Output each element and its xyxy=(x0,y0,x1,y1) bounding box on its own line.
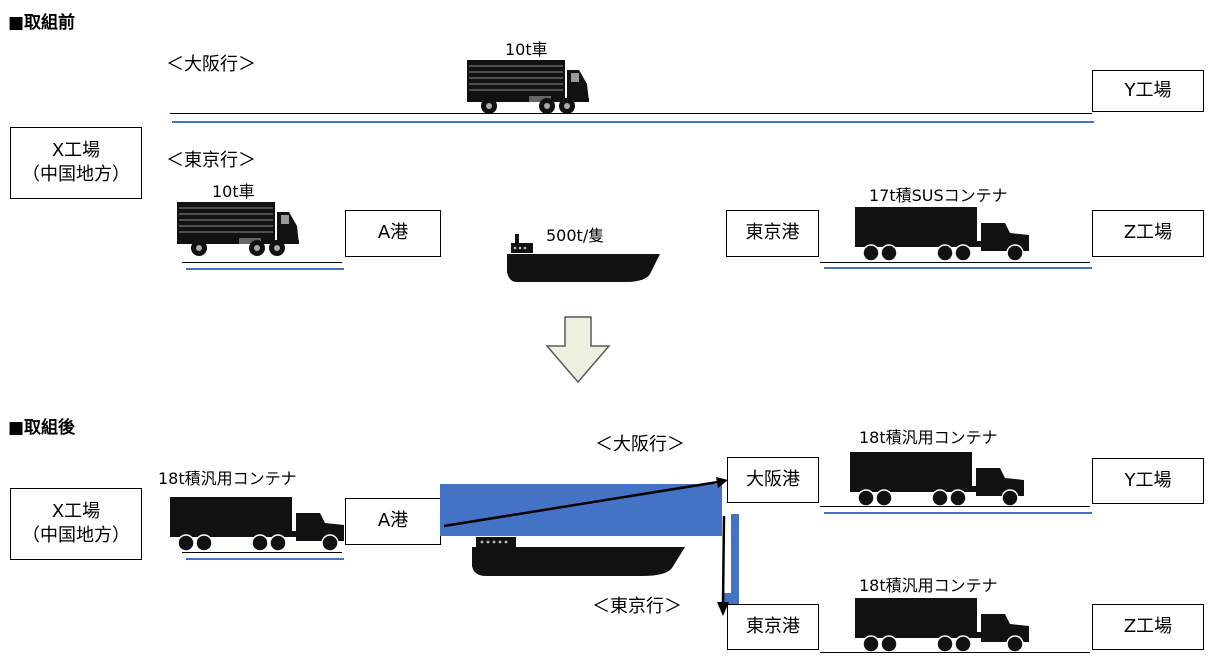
factory-x-after: X工場 （中国地方） xyxy=(10,488,142,560)
route-line-osaka-before xyxy=(172,121,1094,123)
sea-route-band xyxy=(440,484,722,536)
factory-x-before: X工場 （中国地方） xyxy=(10,127,142,199)
section-title-after: ■取組後 xyxy=(8,418,76,438)
factory-z-after: Z工場 xyxy=(1092,604,1204,650)
road-osaka-after xyxy=(820,506,1090,507)
box-truck-icon xyxy=(177,202,299,256)
route-line-left-before xyxy=(186,268,344,270)
cargo-ship-icon xyxy=(472,537,685,576)
down-arrow-icon xyxy=(545,316,611,384)
port-a-before: A港 xyxy=(345,210,441,257)
container-truck-icon xyxy=(170,497,344,552)
route-label-tokyo-after: ＜東京行＞ xyxy=(592,596,682,617)
container-label-left-after: 18t積汎用コンテナ xyxy=(158,469,297,488)
road-left-before xyxy=(182,262,342,263)
ship-capacity-label: 500t/隻 xyxy=(546,226,605,245)
port-a-after: A港 xyxy=(345,498,441,545)
factory-z-before: Z工場 xyxy=(1092,210,1204,257)
road-left-after xyxy=(182,552,342,553)
truck-label-top: 10t車 xyxy=(505,40,548,59)
container-label-before: 17t積SUSコンテナ xyxy=(869,186,1008,205)
port-tokyo-before: 東京港 xyxy=(726,210,819,257)
box-truck-icon xyxy=(467,60,589,114)
tokyo-route-bar xyxy=(731,514,739,602)
sea-route-diagram xyxy=(440,477,739,616)
container-truck-icon xyxy=(855,207,1029,262)
route-label-osaka-before: ＜大阪行＞ xyxy=(166,54,256,75)
container-label-osaka-after: 18t積汎用コンテナ xyxy=(859,428,998,447)
route-label-tokyo-before: ＜東京行＞ xyxy=(166,150,256,171)
section-title-before: ■取組前 xyxy=(8,13,76,33)
factory-y-before: Y工場 xyxy=(1092,70,1204,112)
route-line-left-after xyxy=(186,558,344,560)
route-line-right-before xyxy=(824,267,1092,269)
route-line-osaka-after xyxy=(824,512,1092,514)
road-osaka-before xyxy=(170,113,1092,114)
port-tokyo-after: 東京港 xyxy=(727,604,819,650)
cargo-ship-icon xyxy=(507,234,660,282)
container-label-tokyo-after: 18t積汎用コンテナ xyxy=(859,576,998,595)
road-right-before xyxy=(820,262,1090,263)
container-truck-icon xyxy=(850,452,1024,507)
route-label-osaka-after: ＜大阪行＞ xyxy=(595,434,685,455)
truck-label-left: 10t車 xyxy=(212,182,255,201)
road-tokyo-after xyxy=(820,652,1090,653)
factory-y-after: Y工場 xyxy=(1092,458,1204,504)
port-osaka-after: 大阪港 xyxy=(727,457,819,503)
container-truck-icon xyxy=(855,598,1029,653)
